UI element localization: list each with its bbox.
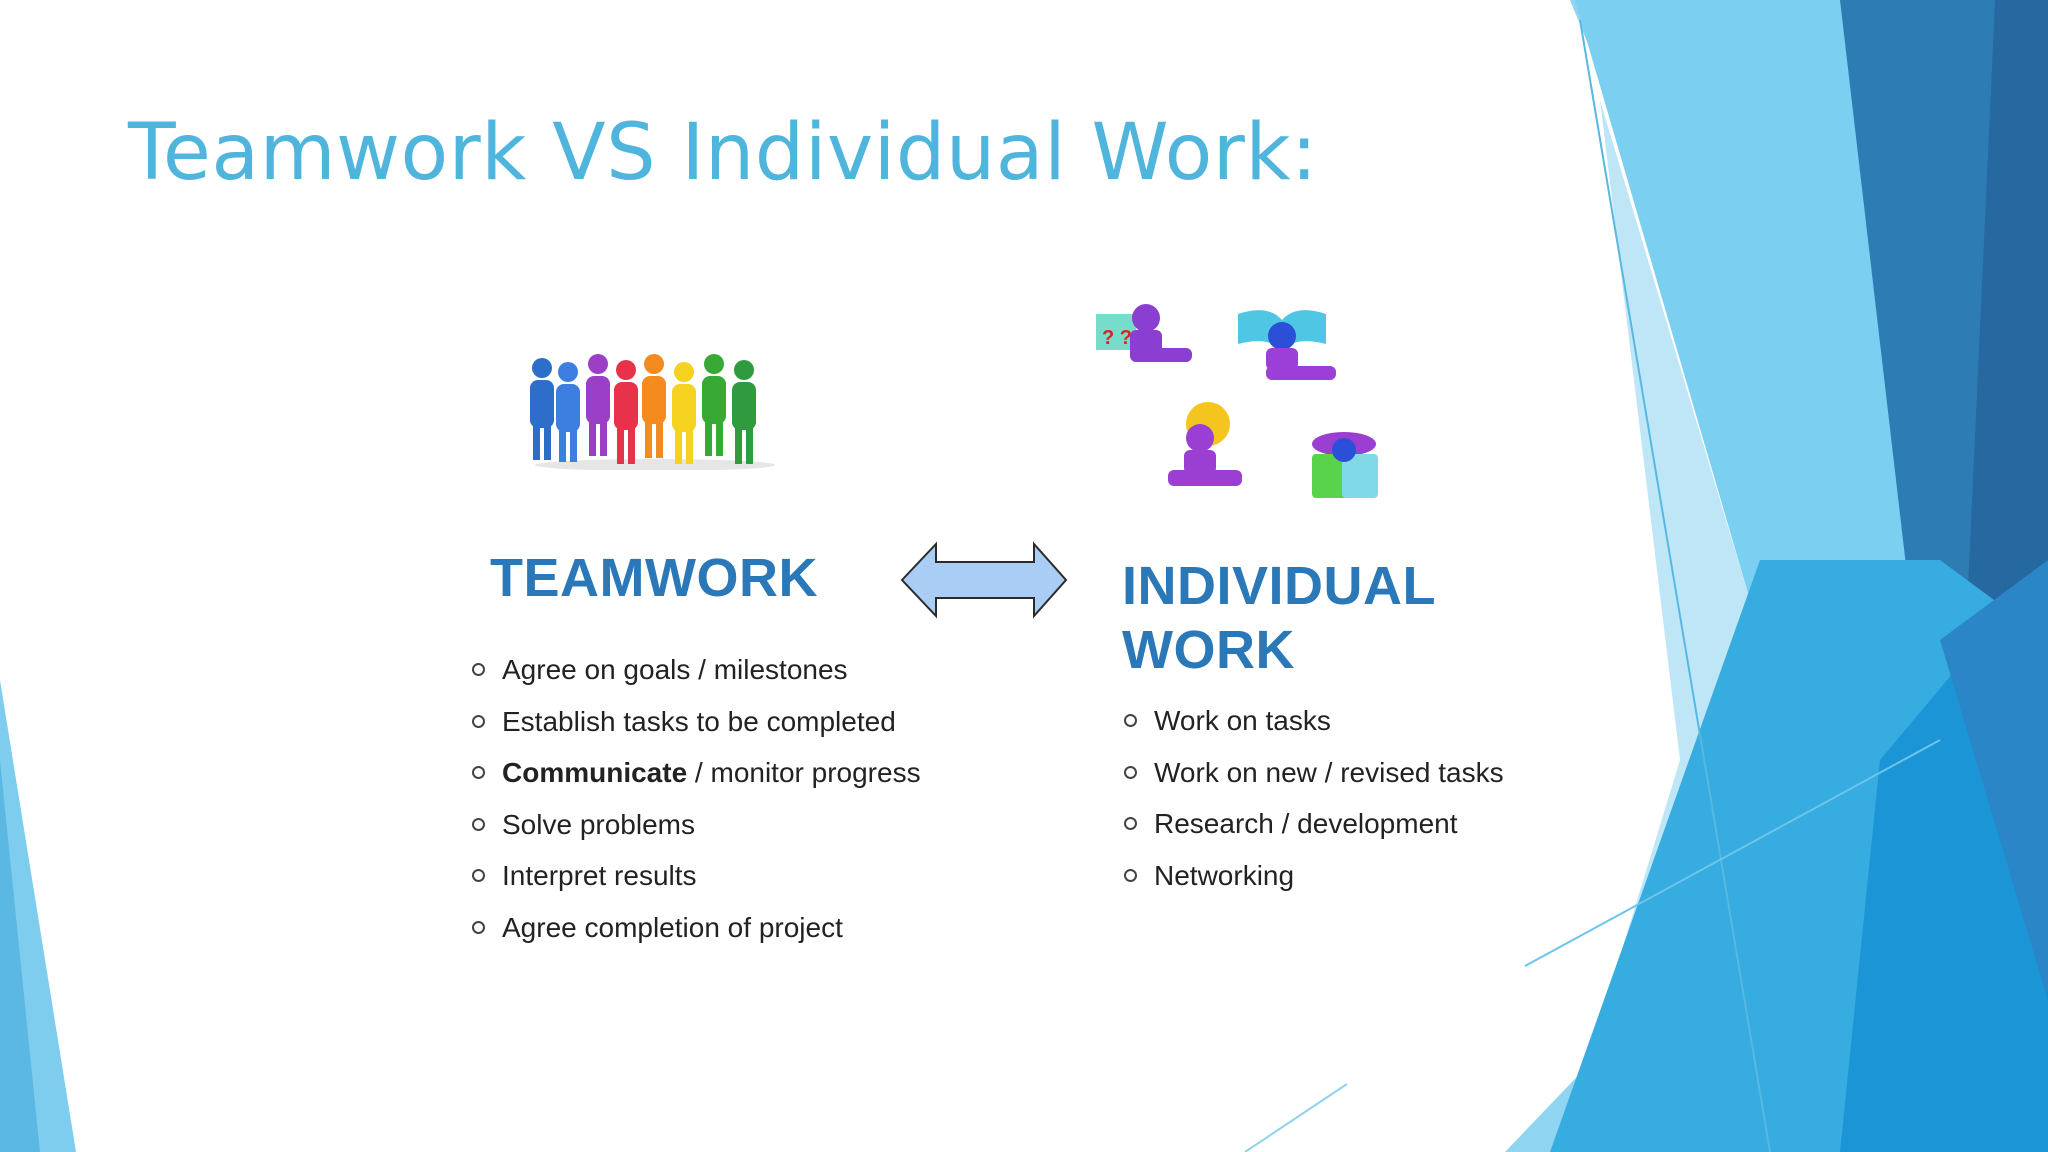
slide-title: Teamwork VS Individual Work: <box>128 108 1318 198</box>
list-item: Agree on goals / milestones <box>472 652 921 704</box>
list-item: Communicate / monitor progress <box>472 755 921 807</box>
teamwork-list: Agree on goals / milestones Establish ta… <box>472 652 921 961</box>
svg-text:? ?: ? ? <box>1102 327 1132 349</box>
book-person-icon <box>1238 310 1336 380</box>
puzzle-person-icon <box>1312 432 1378 498</box>
individual-work-list: Work on tasks Work on new / revised task… <box>1124 703 1504 909</box>
individual-work-heading: INDIVIDUAL WORK <box>1122 556 1436 680</box>
list-item: Agree completion of project <box>472 910 921 962</box>
list-item: Networking <box>1124 858 1504 910</box>
teamwork-heading: TEAMWORK <box>490 548 818 608</box>
list-item: Solve problems <box>472 807 921 859</box>
list-item: Work on new / revised tasks <box>1124 755 1504 807</box>
group-of-people-icon <box>530 354 775 470</box>
double-arrow-icon <box>900 541 1068 619</box>
question-person-icon: ? ? <box>1096 304 1192 362</box>
list-item: Work on tasks <box>1124 703 1504 755</box>
lightbulb-person-icon <box>1168 402 1242 486</box>
list-item: Interpret results <box>472 858 921 910</box>
list-item: Establish tasks to be completed <box>472 704 921 756</box>
list-item: Research / development <box>1124 806 1504 858</box>
individual-work-icons: ? ? <box>1096 304 1378 498</box>
